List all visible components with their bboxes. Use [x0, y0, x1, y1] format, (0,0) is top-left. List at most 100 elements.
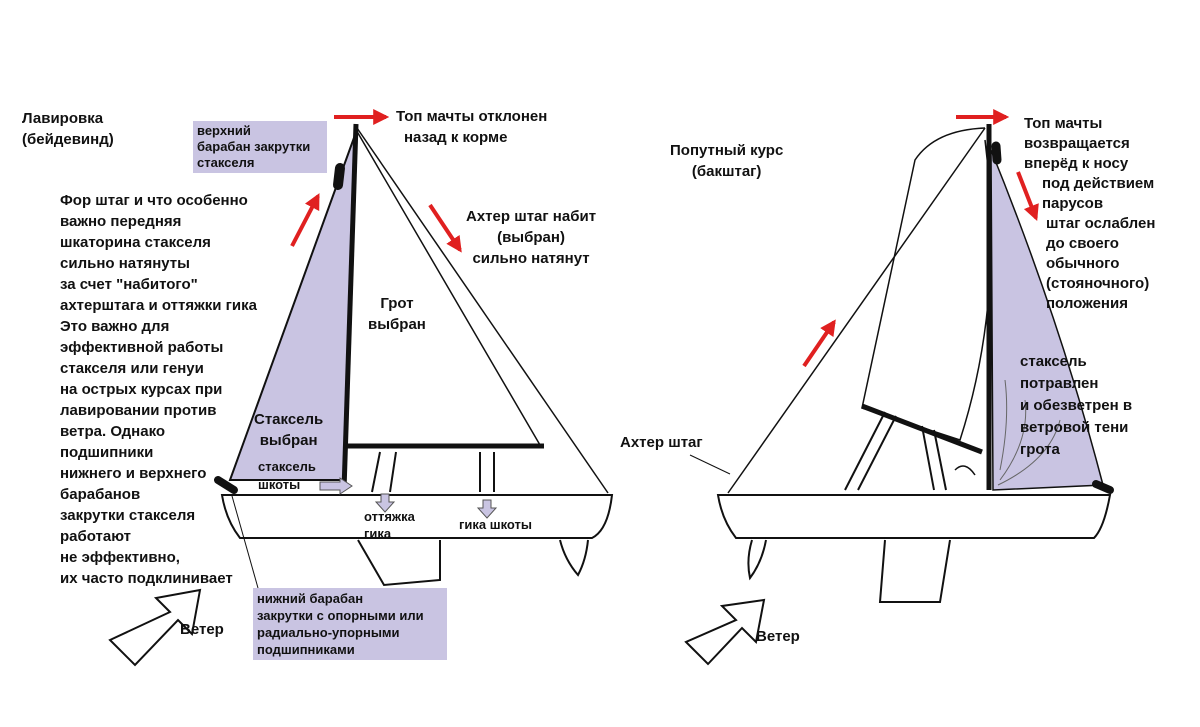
right-mast-note-line: до своего — [1046, 235, 1119, 252]
right-vang-2 — [857, 415, 897, 491]
left-boom-sheet-arrow — [476, 499, 498, 519]
right-mast-note-line: (стояночного) — [1046, 275, 1150, 292]
top-drum-note-line: верхний — [197, 123, 251, 138]
vang-label-line: гика — [364, 526, 392, 541]
jib-label-line: выбран — [259, 432, 318, 449]
right-sheet-curve — [954, 465, 976, 476]
backstay-note-line: Ахтер штаг набит — [466, 208, 597, 225]
left-backstay-note: Ахтер штаг набит (выбран) сильно натянут — [466, 206, 596, 269]
explanation-line: важно передняя — [60, 213, 182, 230]
right-mast-note-line: под действием — [1042, 175, 1155, 192]
left-main-sail-label: Грот выбран — [368, 293, 426, 335]
explanation-line: эффективной работы — [60, 339, 224, 356]
bottom-drum-note-line: закрутки с опорными или — [257, 608, 424, 623]
left-top-drum-note: верхний барабан закрутки стакселя — [193, 121, 327, 173]
left-vang-post-1 — [371, 451, 381, 493]
left-backstay — [356, 127, 609, 494]
right-mast-note-line: положения — [1046, 295, 1128, 312]
explanation-line: нижнего и верхнего — [60, 465, 207, 482]
explanation-line: работают — [60, 528, 132, 545]
right-main-sail — [861, 127, 992, 441]
backstay-note-line: (выбран) — [497, 229, 565, 246]
right-wind-label: Ветер — [756, 628, 800, 645]
left-jib-sheet-arrow — [319, 477, 353, 495]
mast-top-note-line: Топ мачты отклонен — [396, 108, 548, 125]
right-jib-sail — [990, 149, 1104, 491]
left-top-drum — [333, 163, 345, 190]
right-jib-note-line: потравлен — [1020, 375, 1099, 392]
explanation-line: барабанов — [60, 486, 141, 503]
top-drum-note-line: барабан закрутки — [197, 139, 311, 154]
left-course-title-line: (бейдевинд) — [22, 131, 114, 148]
bottom-drum-note-line: радиально-упорными — [257, 625, 400, 640]
right-sheet-1 — [921, 425, 935, 491]
right-mast-note-line: штаг ослаблен — [1046, 215, 1156, 232]
right-jib-wrinkle-2 — [999, 399, 1027, 481]
left-bottom-drum — [214, 476, 238, 494]
jib-label-line: Стаксель — [254, 411, 324, 428]
left-jib-sheets-label: стаксель шкоты — [258, 458, 316, 494]
right-mast-note-line: парусов — [1042, 195, 1104, 212]
left-drum-leader — [231, 495, 259, 589]
explanation-line: за счет "набитого" — [60, 276, 198, 293]
left-hull — [220, 494, 614, 539]
right-backstay — [727, 127, 986, 494]
top-drum-note-line: стакселя — [197, 155, 255, 170]
explanation-line: не эффективно, — [60, 549, 180, 566]
backstay-label: Ахтер штаг — [620, 434, 703, 451]
left-keel — [357, 539, 441, 587]
explanation-line: ахтерштага и оттяжки гика — [60, 297, 257, 314]
right-jib-note-line: грота — [1020, 441, 1060, 458]
left-vang-label: оттяжка гика — [364, 508, 415, 542]
right-jib-note-line: стаксель — [1020, 353, 1087, 370]
bottom-drum-note-line: нижний барабан — [257, 591, 364, 606]
jib-sheets-label-line: стаксель — [258, 459, 316, 474]
right-course-title-line: (бакштаг) — [691, 163, 762, 180]
right-rudder — [747, 539, 767, 581]
left-boat — [108, 109, 614, 667]
explanation-line: Это важно для — [60, 318, 170, 335]
left-wind-arrow-icon — [108, 588, 202, 667]
right-mast-note-line: возвращается — [1024, 135, 1130, 152]
right-boat — [684, 109, 1114, 666]
right-jib-wrinkle-1 — [999, 379, 1008, 471]
backstay-leader — [689, 454, 731, 475]
right-bottom-drum — [1092, 480, 1114, 494]
mast-top-note-line: назад к корме — [404, 129, 508, 146]
right-mast-note-line: вперёд к носу — [1024, 155, 1129, 172]
explanation-line: Фор штаг и что особенно — [60, 192, 248, 209]
right-course-title: Попутный курс (бакштаг) — [670, 140, 783, 182]
explanation-line: их часто подклинивает — [60, 570, 233, 587]
vang-label-line: оттяжка — [364, 509, 415, 524]
right-forestay-arrow — [802, 319, 836, 368]
left-course-title-line: Лавировка — [22, 110, 104, 127]
explanation-line: ветра. Однако — [60, 423, 166, 440]
explanation-line: на острых курсах при — [60, 381, 223, 398]
main-sail-label-line: Грот — [380, 295, 414, 312]
explanation-line: шкаторина стакселя — [60, 234, 211, 251]
right-jib-note: стаксель потравлен и обезветрен в ветров… — [1020, 351, 1132, 461]
explanation-line: стакселя или генуи — [60, 360, 204, 377]
right-keel — [878, 539, 951, 603]
right-course-title-line: Попутный курс — [670, 142, 784, 159]
left-rudder — [559, 539, 589, 577]
right-top-drum — [991, 141, 1002, 165]
left-bottom-drum-note: нижний барабан закрутки с опорными или р… — [253, 588, 447, 660]
explanation-line: закрутки стакселя — [60, 507, 196, 524]
jib-sheets-label-line: шкоты — [258, 477, 301, 492]
left-forestay-arrow — [290, 193, 320, 247]
left-main-sail — [344, 127, 542, 446]
right-jib-wrinkle-3 — [997, 419, 1061, 486]
backstay-note-line: сильно натянут — [472, 250, 590, 267]
left-wind-label: Ветер — [180, 621, 224, 638]
left-explanation: Фор штаг и что особенно важно передняя ш… — [60, 190, 257, 589]
right-stay-arrow — [1016, 171, 1039, 221]
right-jib-note-line: и обезветрен в — [1020, 397, 1133, 414]
explanation-line: лавировании против — [60, 402, 217, 419]
left-mast-top-note: Топ мачты отклонен назад к корме — [396, 106, 547, 148]
left-course-title: Лавировка (бейдевинд) — [22, 108, 114, 150]
left-vang-arrow — [374, 493, 396, 513]
left-boom-sheets-label: гика шкоты — [459, 517, 533, 532]
right-mast-note-line: Топ мачты — [1024, 115, 1103, 132]
